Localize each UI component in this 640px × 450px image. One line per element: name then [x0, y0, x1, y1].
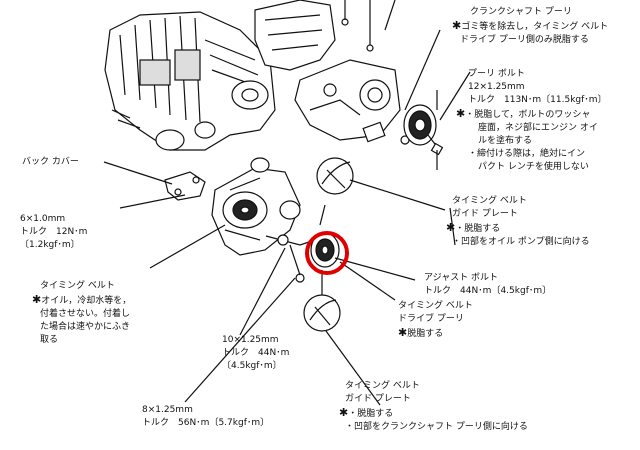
- leader-belt: [149, 224, 226, 269]
- leader-crankshaft: [404, 29, 441, 111]
- upper-guide-plate-callout: [316, 157, 446, 211]
- bolt-8-label: 8×1.25mm トルク 56N･m〔5.7kgf･m〕: [142, 405, 270, 428]
- timing-belt-label: タイミング ベルト ✱オイル，冷却水等を， 付着させない。付着し た場合は速やか…: [32, 281, 132, 345]
- leader-drive-pulley: [339, 261, 396, 301]
- leader-adjust-bolt: [334, 257, 416, 281]
- leader-8x125: [184, 277, 296, 403]
- back-cover-bracket: [103, 161, 206, 201]
- highlight-circle: [305, 231, 349, 275]
- drive-pulley: [310, 204, 340, 268]
- leader-guide-upper: [449, 207, 456, 246]
- leader-6x1: [119, 194, 186, 209]
- adjust-bolt-label: アジャスト ボルト トルク 44N･m〔4.5kgf･m〕: [424, 273, 552, 296]
- crankshaft-pulley: [403, 90, 444, 170]
- upper-cover: [254, 0, 396, 71]
- pulley-bolt-label: プーリ ボルト 12×1.25mm トルク 113N･m〔11.5kgf･m〕 …: [456, 69, 607, 172]
- bolt-10-label: 10×1.25mm トルク 44N･m 〔4.5kgf･m〕: [222, 335, 290, 371]
- lower-guide-plate-callout: [303, 270, 381, 406]
- guide-plate-lower-label: タイミング ベルト ガイド プレート ✱・脱脂する ・凹部をクランクシャフト プ…: [339, 381, 528, 432]
- drive-pulley-label: タイミング ベルト ドライブ プーリ ✱脱脂する: [398, 301, 473, 339]
- crankshaft-pulley-label: クランクシャフト プーリ ✱ゴミ等を除去し，タイミング ベルト ドライブ プーリ…: [452, 7, 609, 45]
- timing-belt-assembly: [211, 157, 316, 283]
- engine-block: [104, 11, 276, 151]
- back-cover-label: バック カバー: [22, 157, 79, 167]
- oil-pump-housing: [294, 59, 410, 145]
- bolt-6-label: 6×1.0mm トルク 12N･m 〔1.2kgf･m〕: [20, 214, 88, 250]
- guide-plate-upper-label: タイミング ベルト ガイド プレート ✱・脱脂する ・凹部をオイル ポンプ側に向…: [446, 196, 590, 247]
- leader-10x125: [239, 247, 286, 336]
- leader-pulley-bolt: [439, 71, 471, 121]
